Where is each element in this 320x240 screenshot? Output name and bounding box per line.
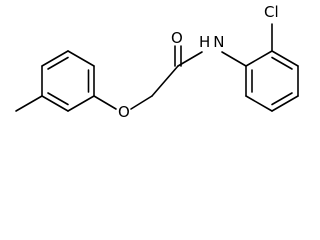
- bond: [67, 95, 95, 112]
- tolyl-ring: [41, 50, 95, 112]
- bond: [271, 95, 299, 112]
- atom-label-nitrogen: H N: [199, 33, 225, 51]
- chlorophenyl-ring: [245, 50, 299, 112]
- bond: [271, 50, 299, 67]
- double-bond-inner: [271, 92, 293, 106]
- bond: [41, 50, 69, 67]
- double-bond-inner: [271, 56, 293, 70]
- bond: [67, 50, 95, 67]
- methyl-bond: [15, 95, 43, 112]
- molecule-structure: O H N Cl O: [15, 3, 299, 121]
- bond: [41, 95, 69, 112]
- bond: [245, 95, 273, 112]
- bond: [130, 95, 153, 110]
- atom-label-chlorine: Cl: [264, 3, 279, 21]
- structure-canvas: O H N Cl O: [15, 3, 299, 121]
- atom-label-oxygen-ether: O: [118, 103, 130, 121]
- bond: [151, 65, 179, 97]
- double-bond-inner: [47, 56, 69, 70]
- bond: [221, 51, 247, 67]
- bond: [93, 95, 117, 110]
- atom-label-oxygen-carbonyl: O: [171, 29, 183, 47]
- bond: [245, 50, 273, 67]
- bond: [177, 51, 203, 67]
- double-bond-inner: [47, 92, 69, 106]
